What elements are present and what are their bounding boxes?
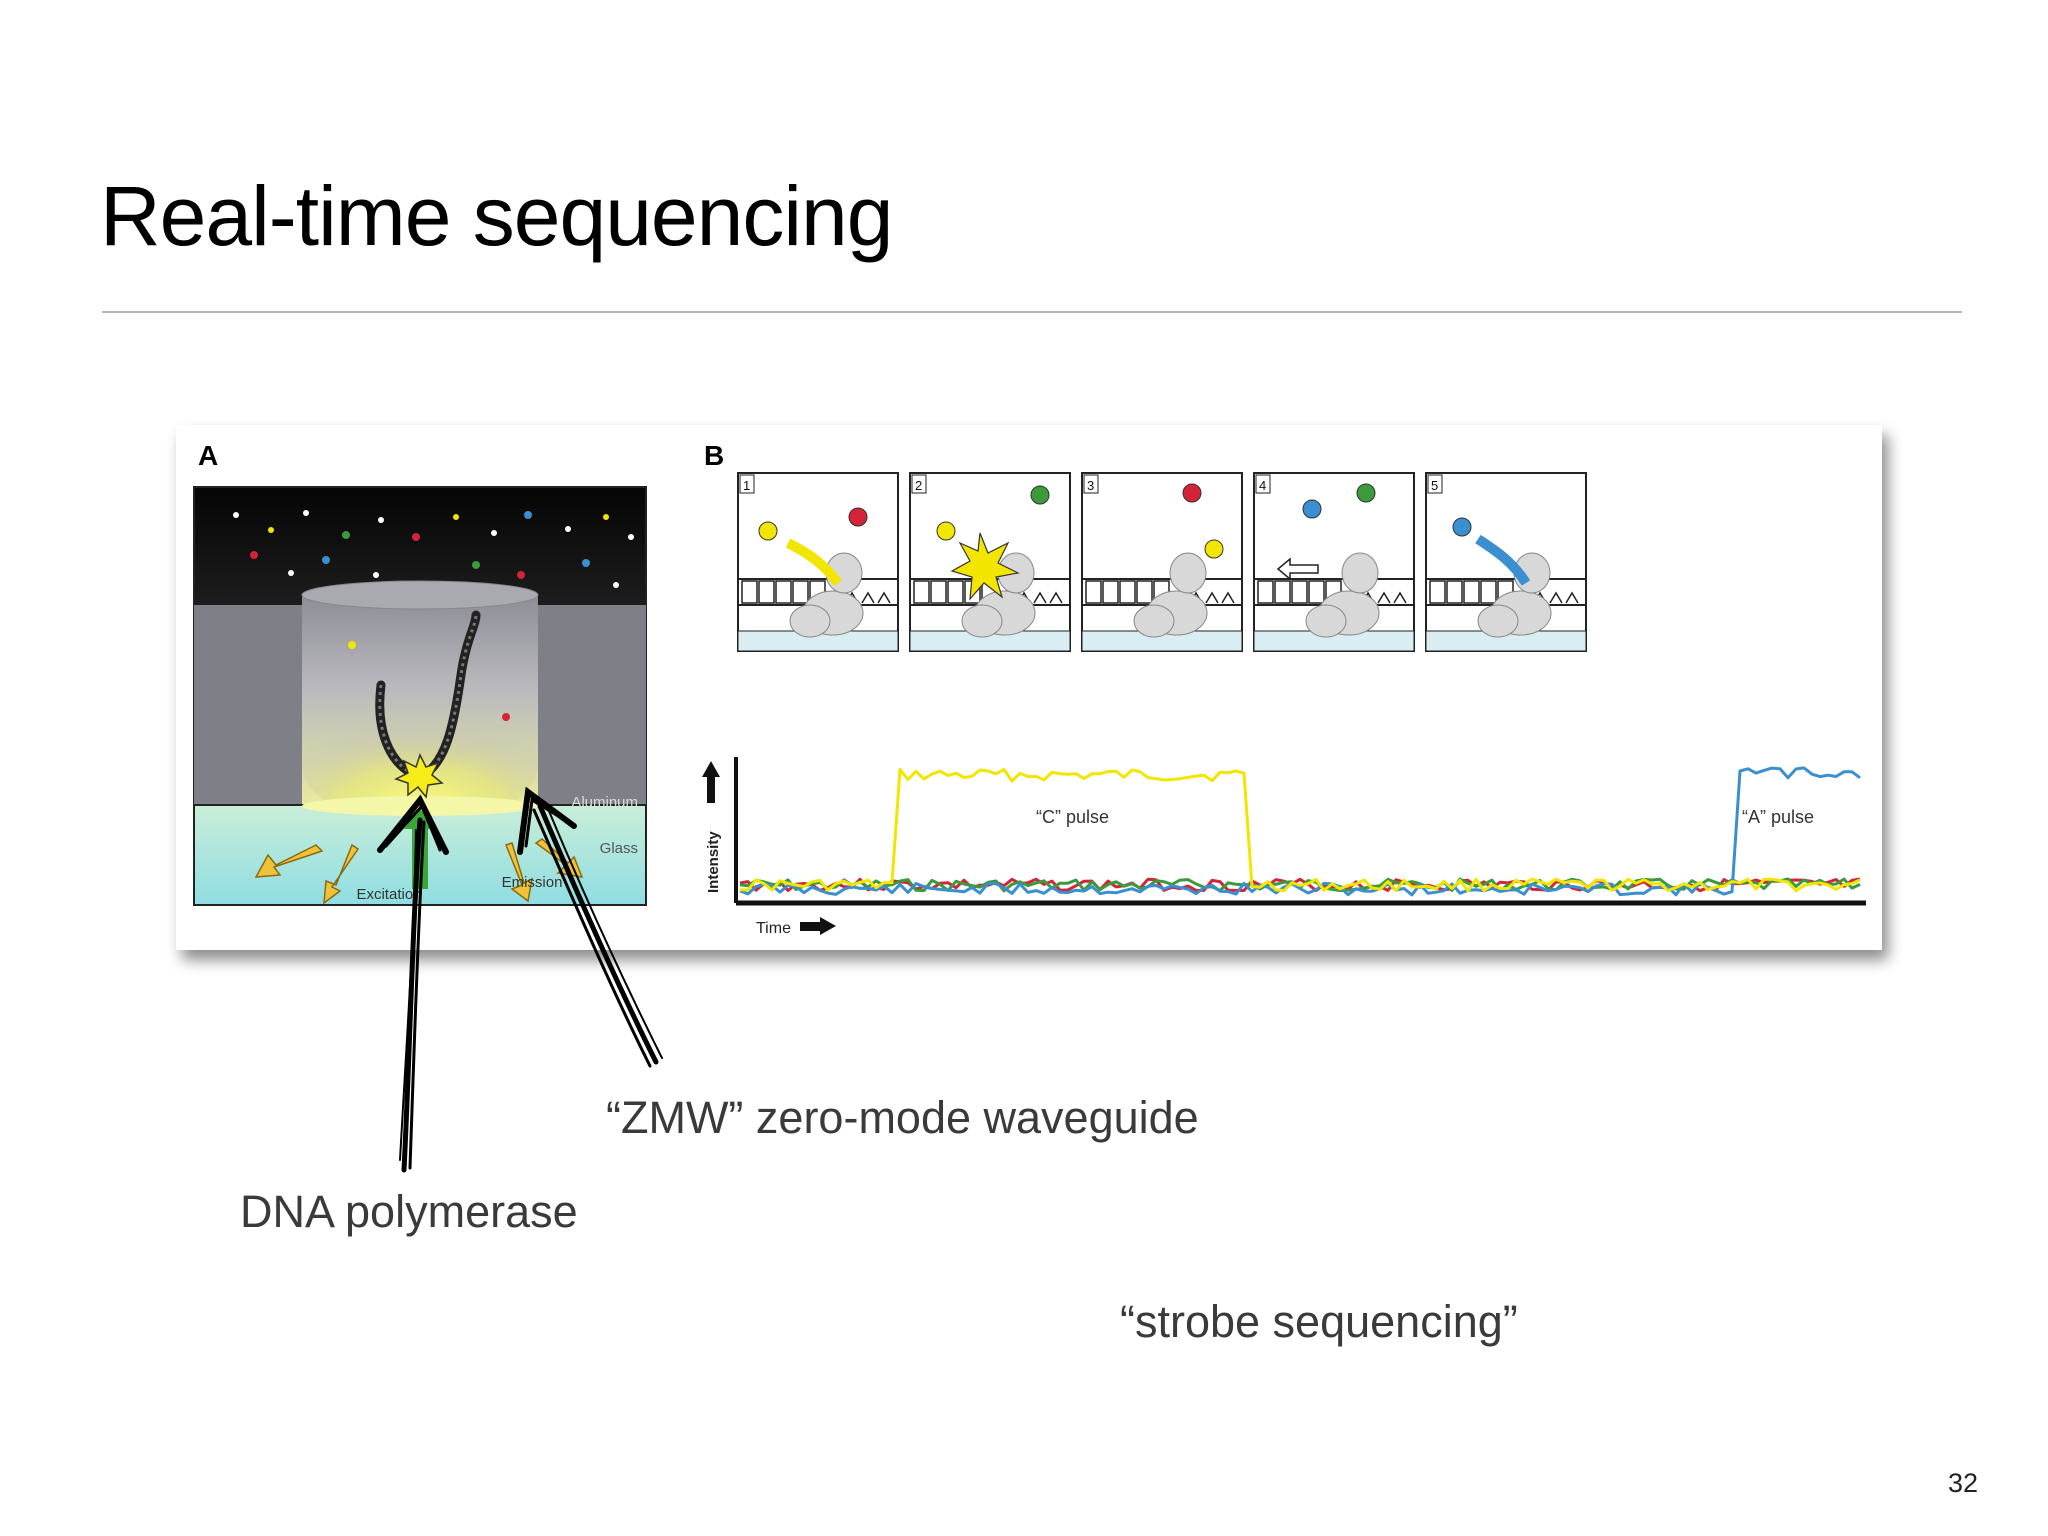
- aluminum-wall-left: [194, 605, 302, 805]
- panel-a-label: A: [198, 440, 218, 471]
- dye-nucleotides-top: [233, 510, 634, 588]
- nucleotide-in-well: [348, 641, 356, 649]
- nucleotide-in-well: [502, 713, 510, 721]
- step-number: 5: [1431, 478, 1438, 493]
- time-arrow: [800, 922, 822, 931]
- incorporation-steps: 1 2 3 4 5: [737, 472, 1587, 652]
- arrow-to-zmw: [517, 786, 663, 1068]
- blue-trace: [739, 766, 1861, 897]
- step-panel-4: 4: [1253, 472, 1415, 652]
- emission-label: Emission: [502, 874, 563, 891]
- aluminum-wall-right: [538, 605, 646, 805]
- step-number: 2: [915, 478, 922, 493]
- step-number: 3: [1087, 478, 1094, 493]
- slide-title: Real-time sequencing: [100, 169, 893, 263]
- page-number: 32: [1947, 1468, 1978, 1498]
- emission-arrows: [254, 838, 584, 905]
- x-axis-label: Time: [756, 920, 791, 937]
- strobe-caption: “strobe sequencing”: [1120, 1296, 1518, 1347]
- polymerase-caption: DNA polymerase: [240, 1186, 578, 1237]
- polymerase-burst: [394, 753, 444, 799]
- step-panel-3: 3: [1081, 472, 1243, 652]
- y-axis-label: Intensity: [705, 831, 722, 893]
- arrow-to-polymerase: [377, 794, 449, 1173]
- step-panel-1: 1: [737, 472, 899, 652]
- step-number: 4: [1259, 478, 1266, 493]
- a-pulse-label: “A” pulse: [1742, 807, 1814, 827]
- excitation-label: Excitation: [356, 886, 421, 903]
- intensity-arrow: [707, 775, 715, 803]
- title-divider: [102, 311, 1962, 313]
- step-panel-5: 5: [1425, 472, 1587, 652]
- figure-svg: A: [193, 440, 1866, 937]
- c-pulse-label: “C” pulse: [1036, 807, 1109, 827]
- panel-b-label: B: [704, 440, 724, 471]
- aluminum-label: Aluminum: [571, 794, 638, 811]
- glass-label: Glass: [600, 840, 638, 857]
- yellow-trace: [739, 767, 1861, 893]
- zmw-caption: “ZMW” zero-mode waveguide: [606, 1092, 1199, 1143]
- intensity-trace-plot: Intensity Time “C” pulse “A” pulse: [702, 757, 1866, 937]
- step-panel-2: 2: [909, 472, 1071, 652]
- well-opening: [301, 580, 539, 610]
- panel-b: B 1 2 3 4 5 Intensity Time “C” pulse “A” pul…: [702, 440, 1866, 937]
- step-number: 1: [743, 478, 750, 493]
- pacbio-figure: A: [176, 425, 1882, 950]
- intensity-traces: [739, 766, 1861, 897]
